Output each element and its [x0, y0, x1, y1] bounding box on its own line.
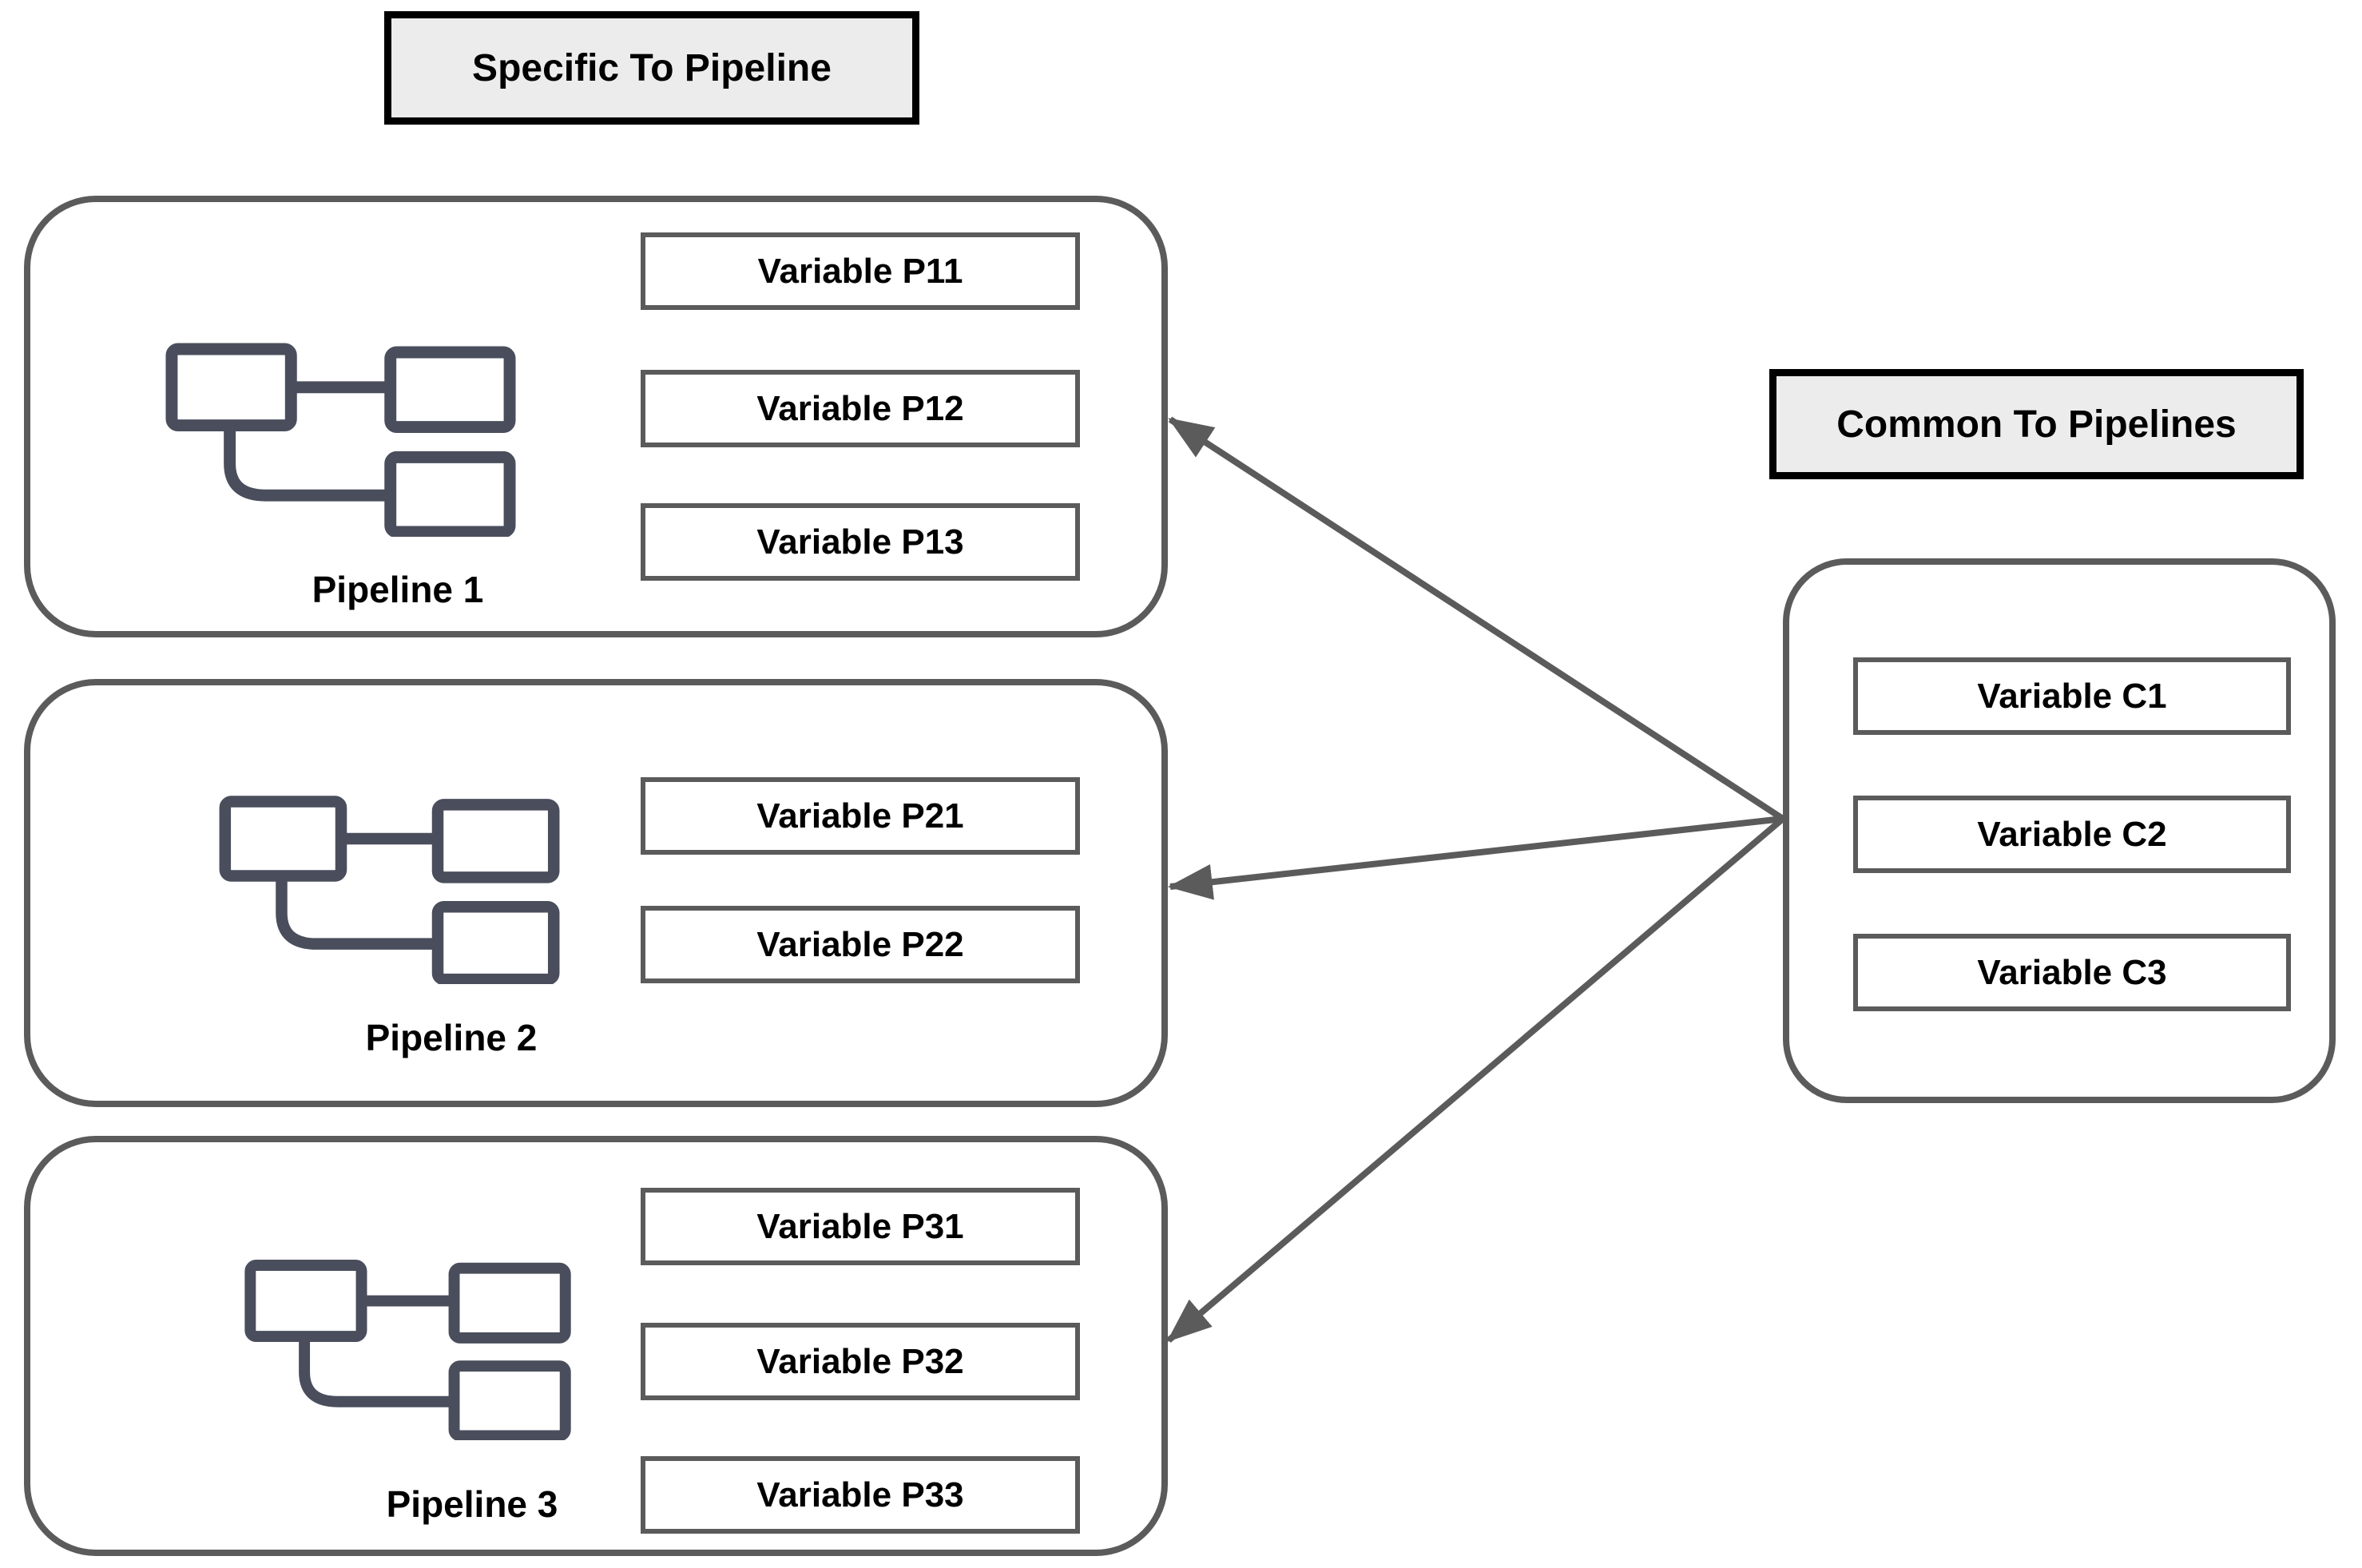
pipeline-1-label: Pipeline 1: [312, 569, 484, 610]
header-common-label: Common To Pipelines: [1836, 403, 2237, 446]
variable-box-p12: Variable P12: [641, 370, 1080, 447]
variable-box-p13: Variable P13: [641, 503, 1080, 581]
arrow-to-pipeline-3: [1166, 816, 1785, 1344]
header-specific-to-pipeline: Specific To Pipeline: [384, 11, 919, 125]
pipeline-3-group: Pipeline 3 Variable P31 Variable P32 Var…: [24, 1136, 1168, 1556]
common-variables-group: Variable C1 Variable C2 Variable C3: [1783, 558, 2336, 1103]
pipeline-3-label: Pipeline 3: [386, 1483, 558, 1525]
pipeline-2-group: Pipeline 2 Variable P21 Variable P22: [24, 679, 1168, 1107]
variable-box-c2: Variable C2: [1853, 796, 2291, 873]
variable-box-c3: Variable C3: [1853, 934, 2291, 1011]
header-common-to-pipelines: Common To Pipelines: [1769, 369, 2304, 479]
variable-box-p21: Variable P21: [641, 777, 1080, 855]
variable-box-p22: Variable P22: [641, 906, 1080, 983]
variable-box-p33: Variable P33: [641, 1456, 1080, 1534]
header-specific-label: Specific To Pipeline: [472, 46, 832, 89]
arrow-to-pipeline-2: [1167, 816, 1784, 900]
pipeline-flow-icon: [219, 796, 560, 984]
variable-box-p11: Variable P11: [641, 232, 1080, 310]
pipeline-flow-icon: [165, 343, 516, 537]
variable-box-c1: Variable C1: [1853, 657, 2291, 735]
pipeline-2-label: Pipeline 2: [365, 1017, 538, 1058]
variable-box-p31: Variable P31: [641, 1188, 1080, 1265]
pipeline-1-group: Pipeline 1 Variable P11 Variable P12 Var…: [24, 196, 1168, 637]
variable-box-p32: Variable P32: [641, 1323, 1080, 1400]
arrow-to-pipeline-1: [1168, 416, 1785, 822]
pipeline-flow-icon: [244, 1260, 571, 1440]
